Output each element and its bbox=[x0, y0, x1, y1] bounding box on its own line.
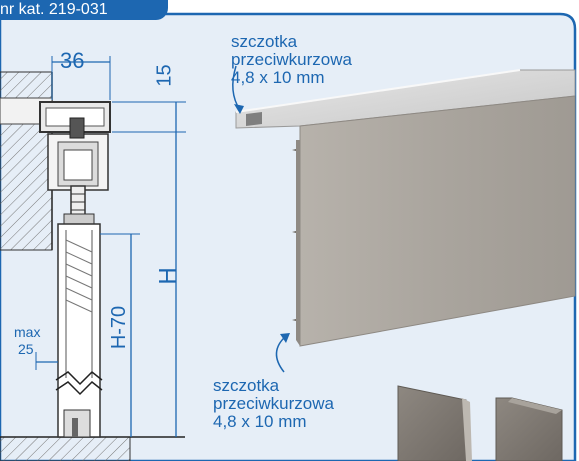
top-gap-dimension: 15 bbox=[153, 64, 176, 87]
end-caps bbox=[397, 385, 563, 461]
floor-hatch bbox=[0, 436, 131, 461]
width-dimension: 36 bbox=[60, 48, 85, 73]
max-label: max bbox=[14, 324, 41, 340]
brush-top-line3: 4,8 x 10 mm bbox=[231, 68, 325, 87]
technical-drawing bbox=[0, 56, 186, 461]
brush-bottom-line1: szczotka bbox=[213, 376, 280, 395]
end-cap-left bbox=[397, 385, 469, 461]
brush-top-line2: przeciwkurzowa bbox=[231, 50, 352, 69]
brush-bottom-line3: 4,8 x 10 mm bbox=[213, 412, 307, 431]
brush-bottom-line2: przeciwkurzowa bbox=[213, 394, 334, 413]
catalog-number-badge: nr kat. 219-031 bbox=[0, 0, 168, 20]
brush-top-line1: szczotka bbox=[231, 32, 298, 51]
profile-rendering bbox=[235, 69, 576, 347]
max-value: 25 bbox=[18, 341, 34, 357]
height-dimension: H bbox=[154, 267, 182, 285]
door-leaf bbox=[57, 223, 101, 438]
end-cap-right bbox=[495, 397, 563, 461]
inner-height-dimension: H-70 bbox=[108, 305, 131, 350]
